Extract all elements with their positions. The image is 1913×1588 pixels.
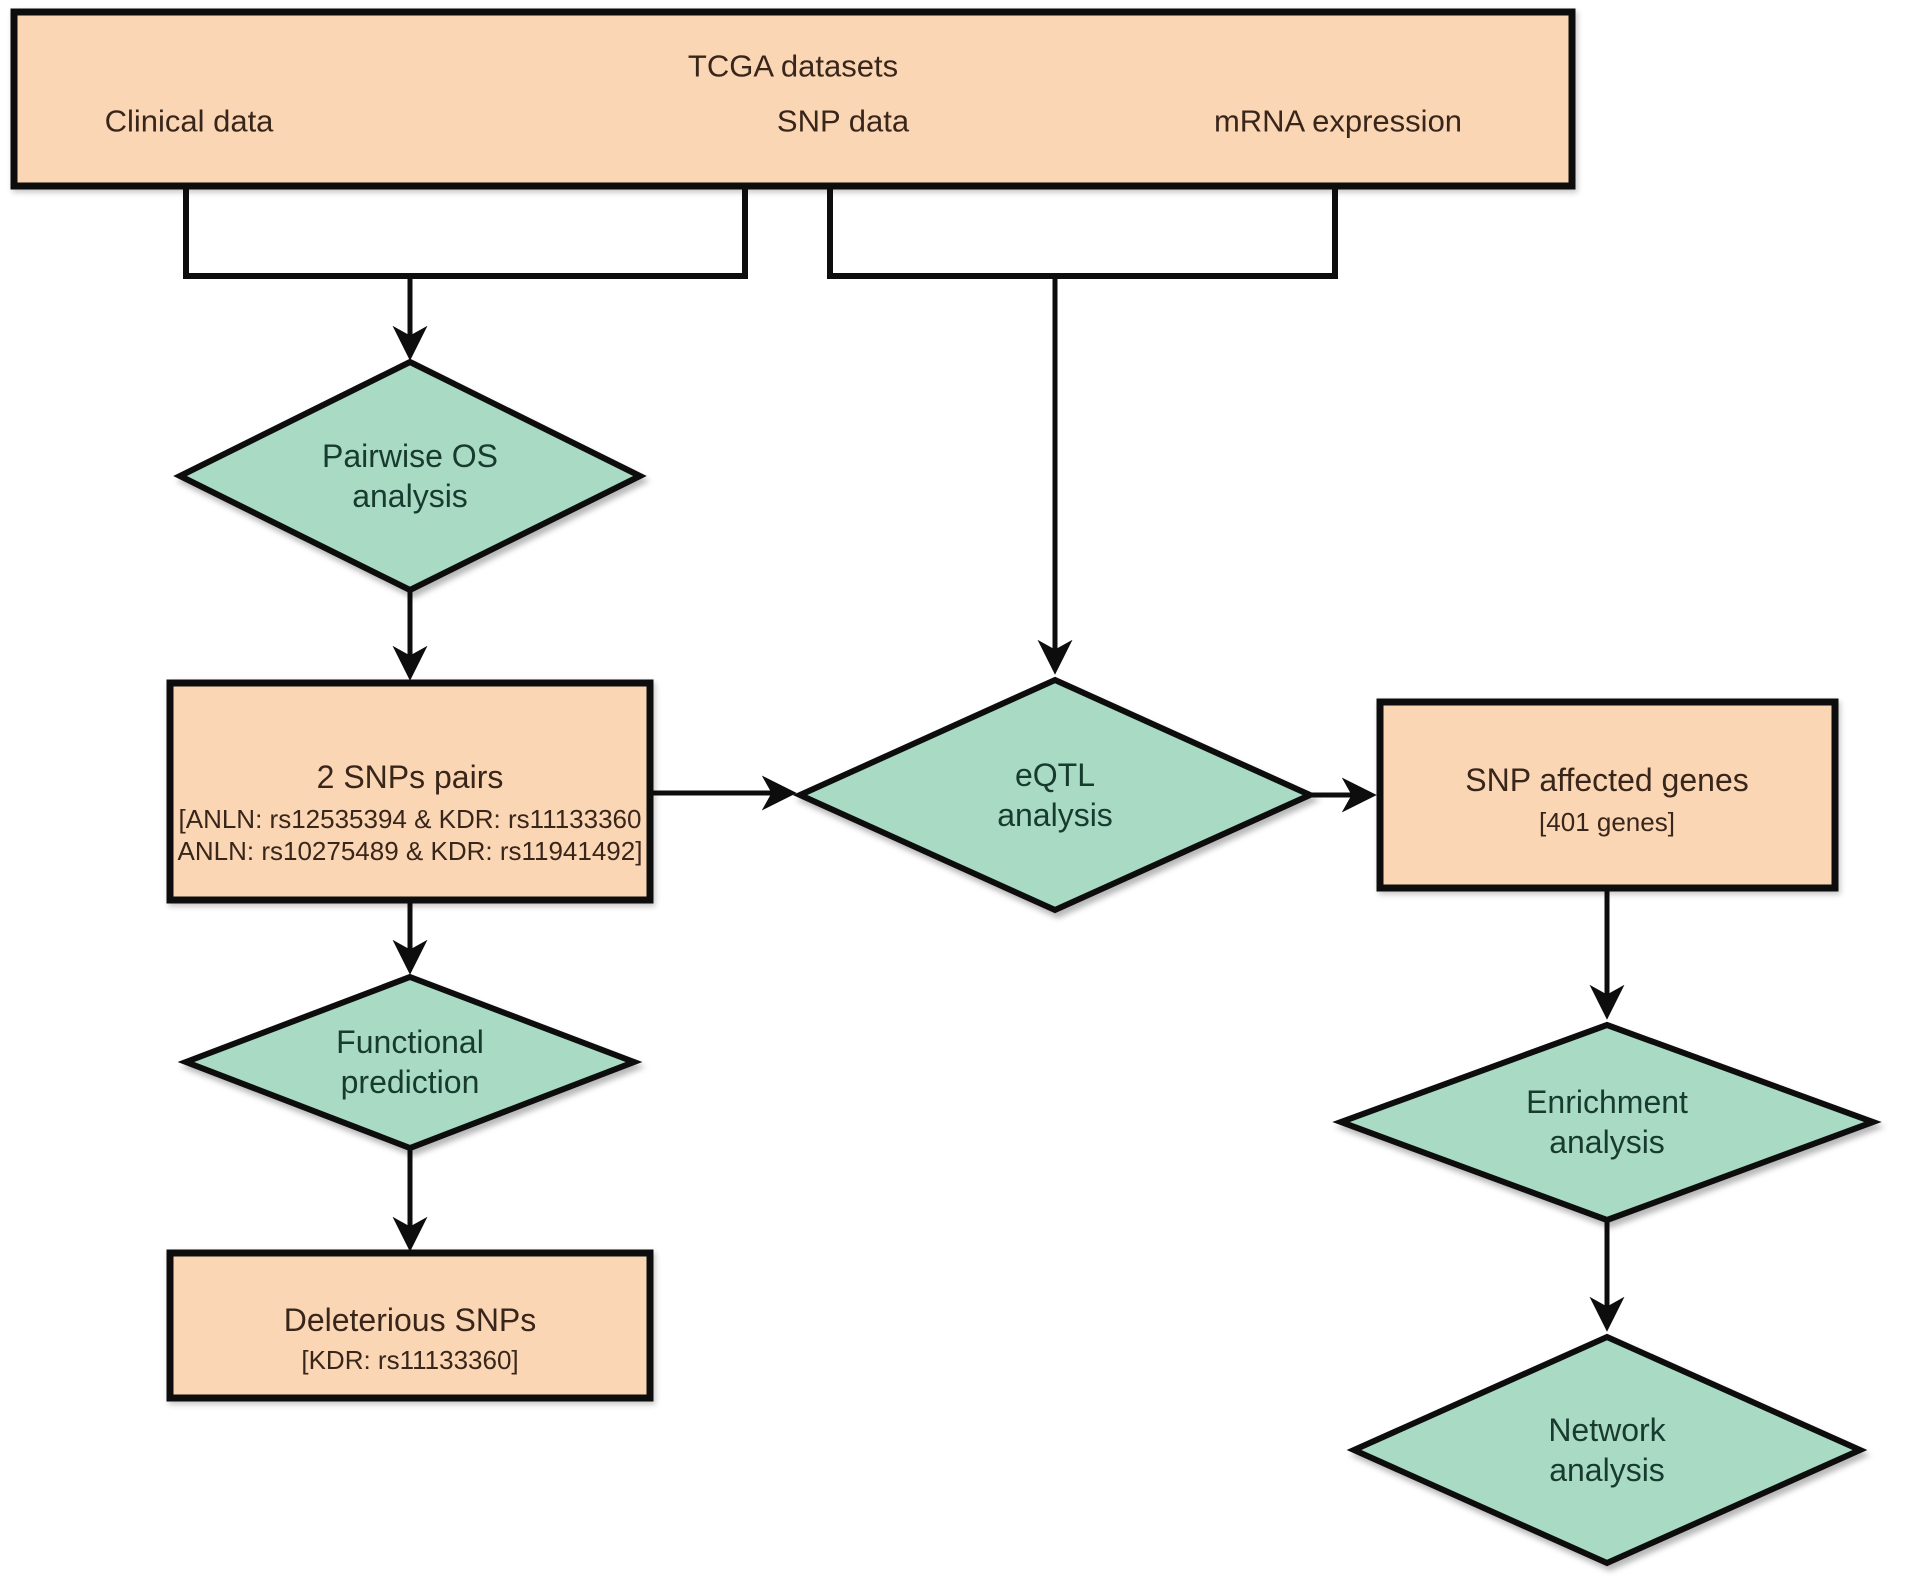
snp-pairs-detail-line1: [ANLN: rs12535394 & KDR: rs11133360	[178, 803, 642, 834]
pairwise-os-line2: analysis	[352, 478, 468, 514]
functional-prediction-diamond	[177, 973, 643, 1152]
snp-pairs-title: 2 SNPs pairs	[316, 759, 504, 795]
tcga-box-title: TCGA datasets	[687, 48, 899, 84]
snp-data-label: SNP data	[776, 103, 910, 139]
deleterious-snps-box	[166, 1249, 654, 1402]
pairwise-os-analysis-diamond	[173, 358, 647, 594]
tcga-datasets-box	[10, 8, 1576, 190]
snp-pairs-detail-line2: ANLN: rs10275489 & KDR: rs11941492]	[177, 835, 643, 866]
connector-snp-mrna-bracket	[827, 186, 1338, 279]
functional-prediction-label: Functional prediction	[336, 1022, 484, 1102]
connector-clinical-snp-bracket	[183, 186, 748, 279]
mrna-expression-label: mRNA expression	[1213, 103, 1463, 139]
network-analysis-diamond	[1346, 1333, 1868, 1567]
deleterious-snps-title: Deleterious SNPs	[283, 1302, 537, 1338]
snp-affected-genes-detail: [401 genes]	[1539, 806, 1675, 837]
deleterious-snps-detail: [KDR: rs11133360]	[301, 1344, 519, 1375]
eqtl-analysis-diamond	[792, 676, 1318, 914]
eqtl-line2: analysis	[997, 797, 1113, 833]
eqtl-analysis-label: eQTL analysis	[997, 755, 1113, 835]
network-analysis-label: Network analysis	[1548, 1410, 1665, 1490]
snp-affected-genes-title: SNP affected genes	[1465, 762, 1749, 798]
enrichment-analysis-label: Enrichment analysis	[1526, 1082, 1688, 1162]
eqtl-line1: eQTL	[1014, 757, 1096, 793]
enrichment-analysis-diamond	[1332, 1021, 1882, 1224]
clinical-data-label: Clinical data	[104, 103, 274, 139]
pairwise-os-analysis-label: Pairwise OS analysis	[322, 436, 498, 516]
enrichment-line2: analysis	[1549, 1124, 1665, 1160]
network-line2: analysis	[1549, 1452, 1665, 1488]
snp-affected-genes-box	[1376, 698, 1839, 892]
functional-line2: prediction	[340, 1064, 480, 1100]
pairwise-os-line1: Pairwise OS	[321, 438, 499, 474]
network-line1: Network	[1548, 1412, 1666, 1448]
snp-pairs-box	[166, 679, 654, 904]
enrichment-line1: Enrichment	[1526, 1084, 1688, 1120]
functional-line1: Functional	[336, 1024, 484, 1060]
